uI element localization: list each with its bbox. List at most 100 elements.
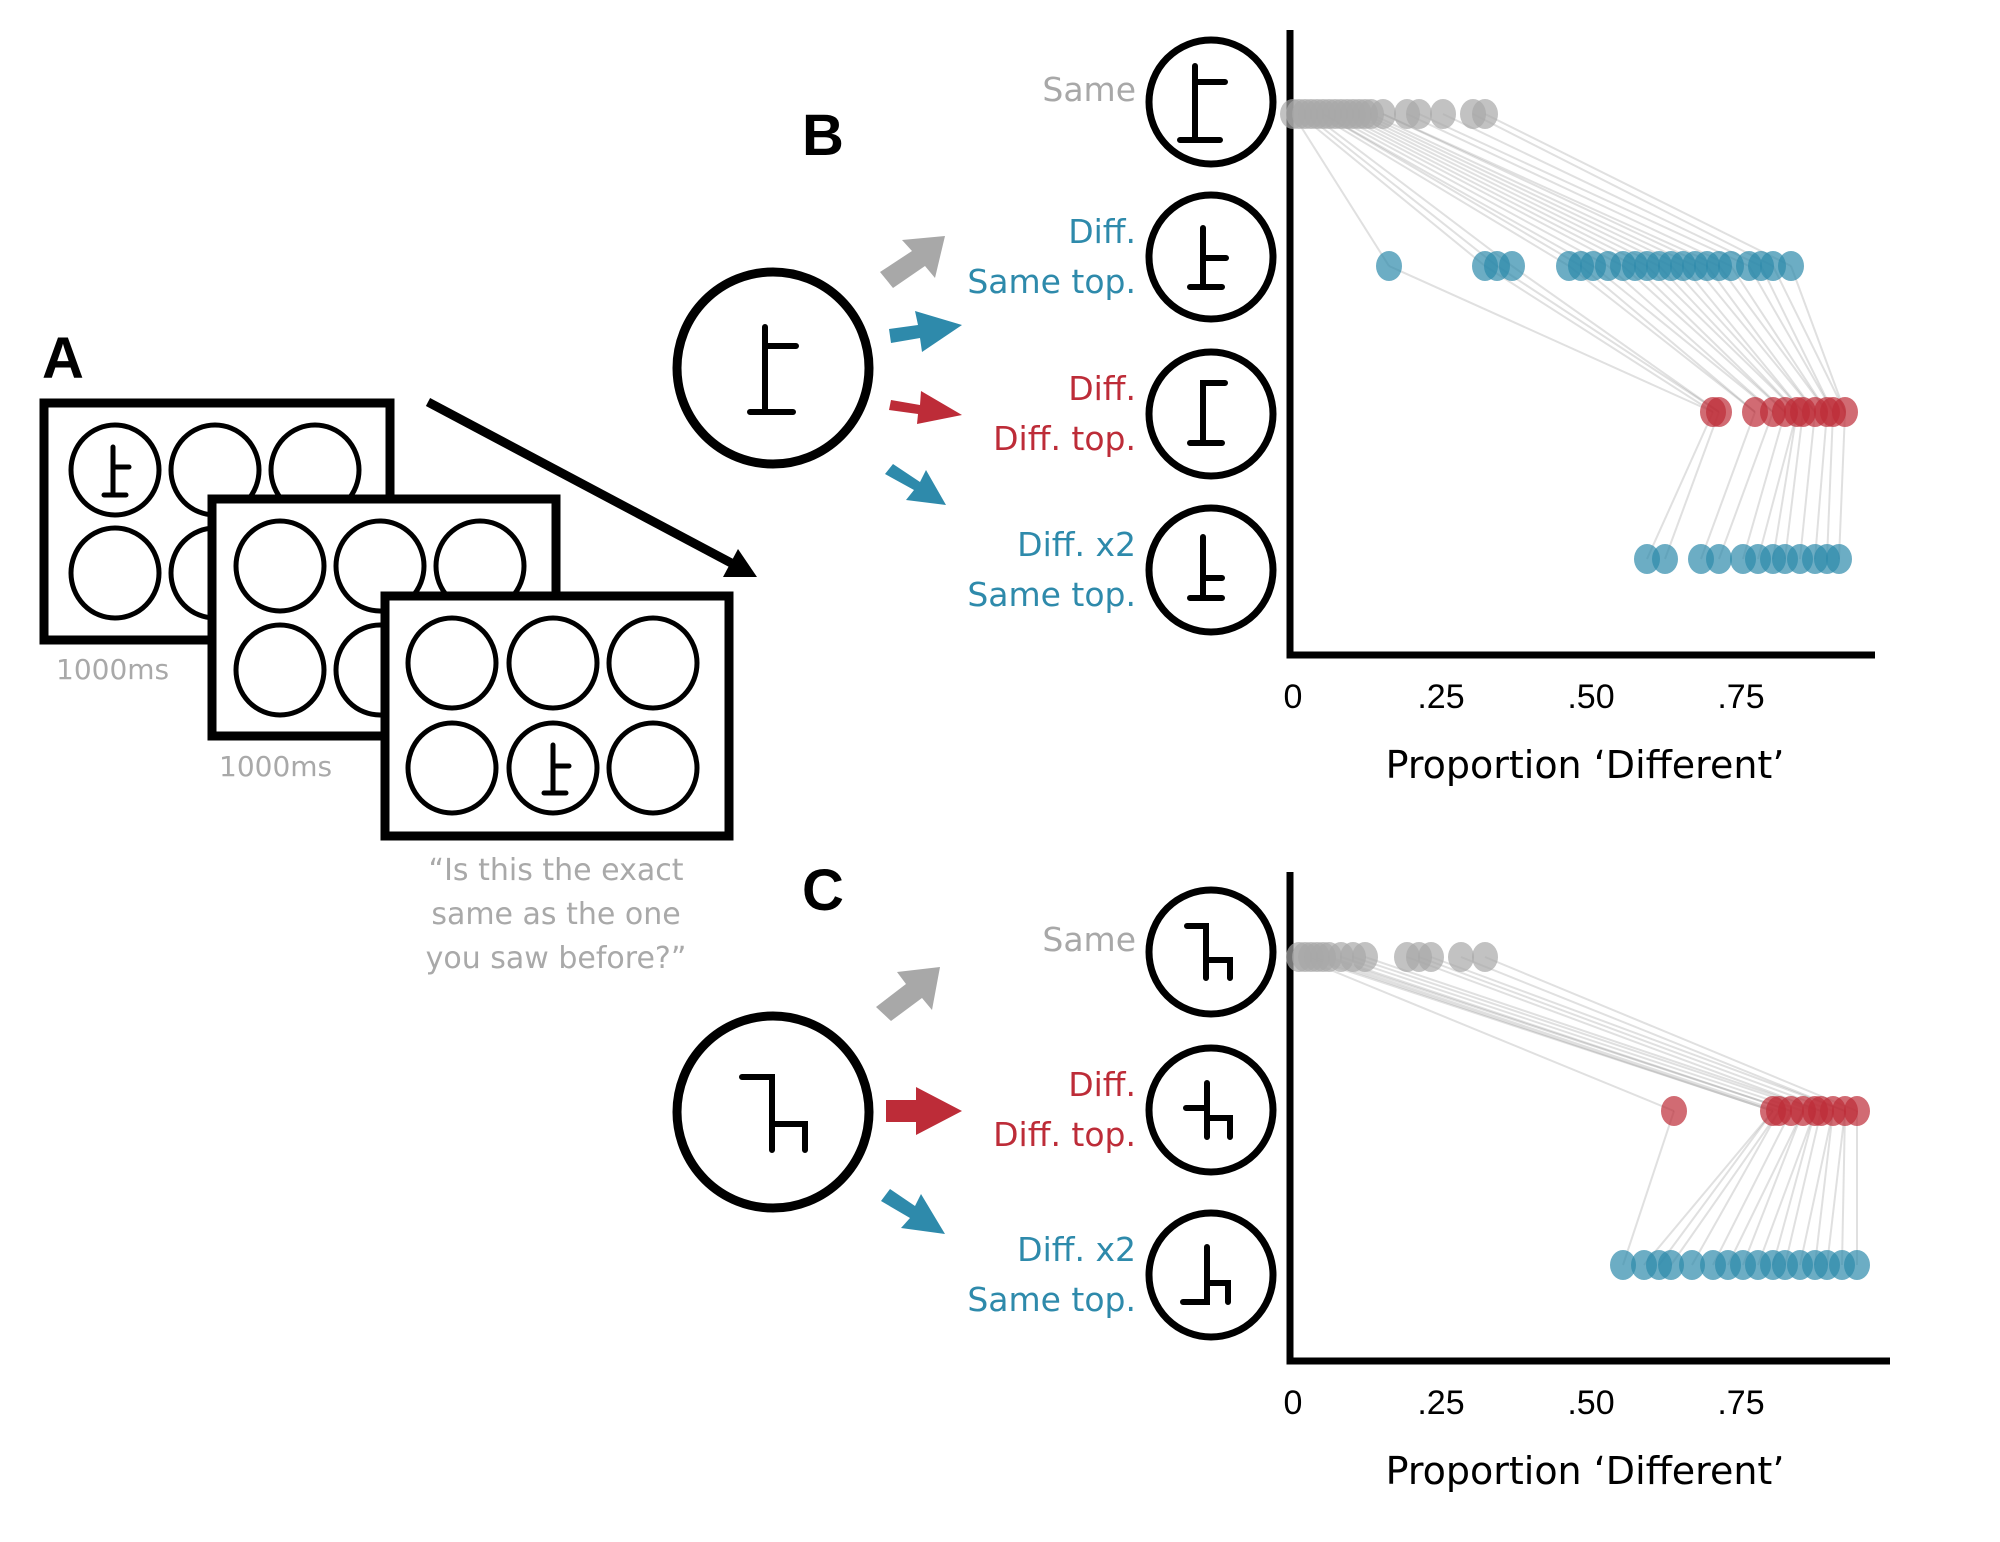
data-point — [1742, 397, 1768, 427]
pair-line — [1292, 113, 1390, 267]
placeholder-circle — [405, 720, 499, 816]
condition-stimulus-diff-diff-top — [1145, 348, 1277, 480]
condition-label: Same — [1042, 920, 1136, 959]
arrow-diff-diff-top-icon — [886, 1087, 962, 1135]
chart-b-series-4 — [1634, 544, 1852, 574]
chart-c-pair-lines — [1298, 956, 1858, 1266]
pair-line — [1772, 1110, 1816, 1266]
pair-line — [1496, 265, 1720, 413]
question-line: “Is this the exact — [429, 853, 684, 888]
stimulus-glyph-icon — [1180, 1244, 1231, 1305]
pair-line — [1757, 1110, 1816, 1266]
data-point — [1370, 99, 1396, 129]
pair-line — [1670, 265, 1804, 413]
pair-line — [1340, 956, 1804, 1112]
condition-label: Same top. — [967, 1280, 1136, 1319]
pair-line — [1772, 265, 1846, 413]
arrow-diff-x2-icon — [885, 464, 946, 505]
pair-line — [1316, 113, 1570, 267]
data-point — [1706, 544, 1732, 574]
stimulus-glyph-icon — [1187, 380, 1228, 446]
pair-line — [1310, 956, 1774, 1112]
stimulus-glyph-icon — [101, 444, 132, 498]
data-point — [1718, 251, 1744, 281]
condition-label: Diff. x2 — [1017, 525, 1136, 564]
panel-c-label: C — [802, 858, 844, 923]
pair-line — [1826, 1110, 1846, 1266]
pair-line — [1742, 411, 1786, 560]
data-point — [1652, 544, 1678, 574]
pair-line — [1346, 113, 1648, 267]
data-point — [1472, 99, 1498, 129]
stimulus-glyph-icon — [1184, 923, 1233, 981]
pair-line — [1472, 113, 1774, 267]
placeholder-circle — [506, 615, 600, 711]
pair-line — [1727, 1110, 1804, 1266]
pair-line — [1364, 956, 1822, 1112]
pair-line — [1370, 113, 1696, 267]
pair-line — [1838, 411, 1846, 560]
panel-b-label: B — [802, 103, 844, 168]
x-tick-label: .25 — [1417, 678, 1464, 716]
placeholder-circle — [233, 518, 327, 614]
stimulus-glyph-icon — [747, 324, 799, 415]
x-tick-label: .75 — [1717, 678, 1764, 716]
pair-line — [1430, 956, 1846, 1112]
pair-line — [1511, 265, 1720, 413]
chart-b-pair-lines — [1292, 113, 1846, 560]
pair-line — [1646, 411, 1714, 560]
data-point — [1448, 942, 1474, 972]
data-point — [1844, 1096, 1870, 1126]
stimulus-glyph-icon — [1177, 63, 1228, 143]
data-point — [1610, 1250, 1636, 1280]
trial-frame-test — [380, 591, 734, 841]
pair-line — [1622, 1110, 1675, 1266]
pair-line — [1406, 956, 1822, 1112]
pair-line — [1484, 956, 1858, 1112]
pair-line — [1568, 265, 1756, 413]
x-tick-label: .75 — [1717, 1384, 1764, 1422]
pair-line — [1622, 265, 1786, 413]
chart-b-axes — [1286, 30, 1875, 659]
pair-line — [1760, 265, 1834, 413]
x-tick-label: .25 — [1417, 1384, 1464, 1422]
stimulus-glyph-icon — [739, 1074, 808, 1153]
panel-a-label: A — [42, 326, 84, 391]
pair-line — [1784, 411, 1804, 560]
x-tick-label: 0 — [1284, 678, 1303, 716]
pair-line — [1646, 265, 1798, 413]
pair-line — [1634, 265, 1786, 413]
pair-line — [1406, 113, 1732, 267]
pair-line — [1382, 113, 1708, 267]
pair-line — [1580, 265, 1756, 413]
condition-stimulus-diff-x2-same-top — [1145, 504, 1277, 636]
data-point — [1844, 1250, 1870, 1280]
stimulus-glyph-icon — [541, 742, 572, 796]
data-point — [1376, 251, 1402, 281]
sequence-arrow-icon — [425, 398, 757, 577]
condition-stimulus-same — [1145, 886, 1277, 1018]
data-point — [1679, 1250, 1705, 1280]
source-stimulus — [672, 267, 874, 469]
chart-c-x-axis-title: Proportion ‘Different’ — [1386, 1449, 1785, 1493]
pair-line — [1814, 1110, 1834, 1266]
placeholder-circle — [405, 615, 499, 711]
pair-line — [1643, 1110, 1774, 1266]
question-line: you saw before?” — [426, 941, 687, 976]
pair-line — [1712, 1110, 1792, 1266]
pair-line — [1658, 1110, 1774, 1266]
condition-stimulus-diff-x2-same-top — [1145, 1209, 1277, 1341]
data-point — [1634, 544, 1660, 574]
condition-stimulus-diff-same-top — [1145, 191, 1277, 323]
data-point — [1661, 1096, 1687, 1126]
placeholder-circle — [333, 518, 427, 614]
arrow-diff-diff-top-icon — [889, 391, 962, 424]
pair-line — [1814, 411, 1828, 560]
condition-label: Diff. — [1068, 1065, 1136, 1104]
pair-line — [1460, 956, 1846, 1112]
question-line: same as the one — [431, 897, 680, 932]
pair-line — [1664, 411, 1720, 560]
x-tick-label: 0 — [1284, 1384, 1303, 1422]
